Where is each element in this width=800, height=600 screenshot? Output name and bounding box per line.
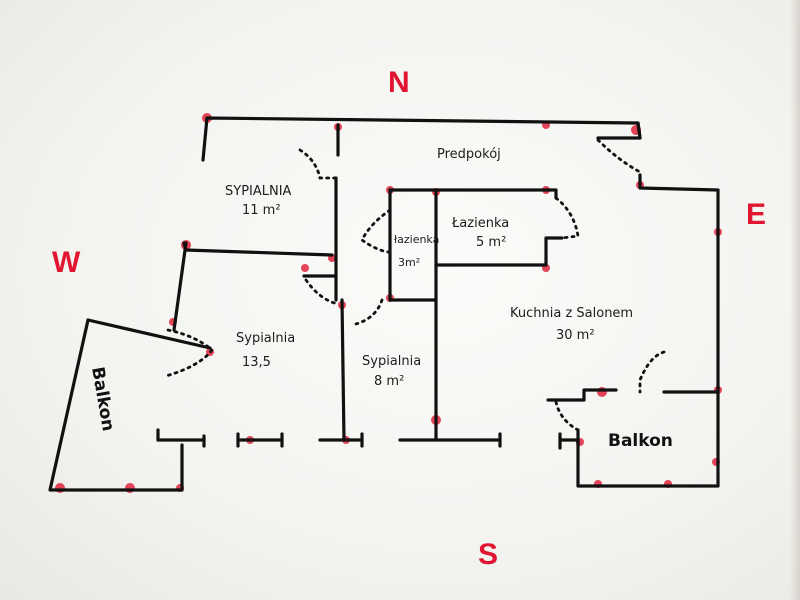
room-sypialnia-mid-name: Sypialnia: [236, 331, 295, 346]
room-kuchnia-area: 30 m²: [556, 328, 595, 343]
balkon-right-label: Balkon: [608, 431, 673, 451]
room-kuchnia-name: Kuchnia z Salonem: [510, 306, 633, 321]
room-lazienka-small-name: łazienka: [394, 233, 439, 246]
north-label: N: [388, 66, 410, 99]
room-lazienka-name: Łazienka: [451, 216, 509, 231]
room-lazienka-small-area: 3m²: [398, 256, 420, 269]
room-sypialnia-mid-area: 13,5: [242, 355, 271, 370]
room-sypialnia-small-area: 8 m²: [374, 374, 404, 389]
west-label: W: [52, 246, 81, 279]
doors: [164, 138, 666, 432]
room-sypialnia-small-name: Sypialnia: [362, 354, 421, 369]
room-sypialnia-top-area: 11 m²: [242, 203, 281, 218]
south-label: S: [478, 538, 498, 571]
walls: [48, 116, 720, 492]
east-label: E: [746, 198, 766, 231]
balkon-left-label: Balkon: [87, 365, 118, 432]
room-sypialnia-top-name: SYPIALNIA: [225, 184, 292, 199]
room-lazienka-area: 5 m²: [476, 235, 506, 250]
room-predpokoj-name: Predpokój: [437, 147, 501, 162]
